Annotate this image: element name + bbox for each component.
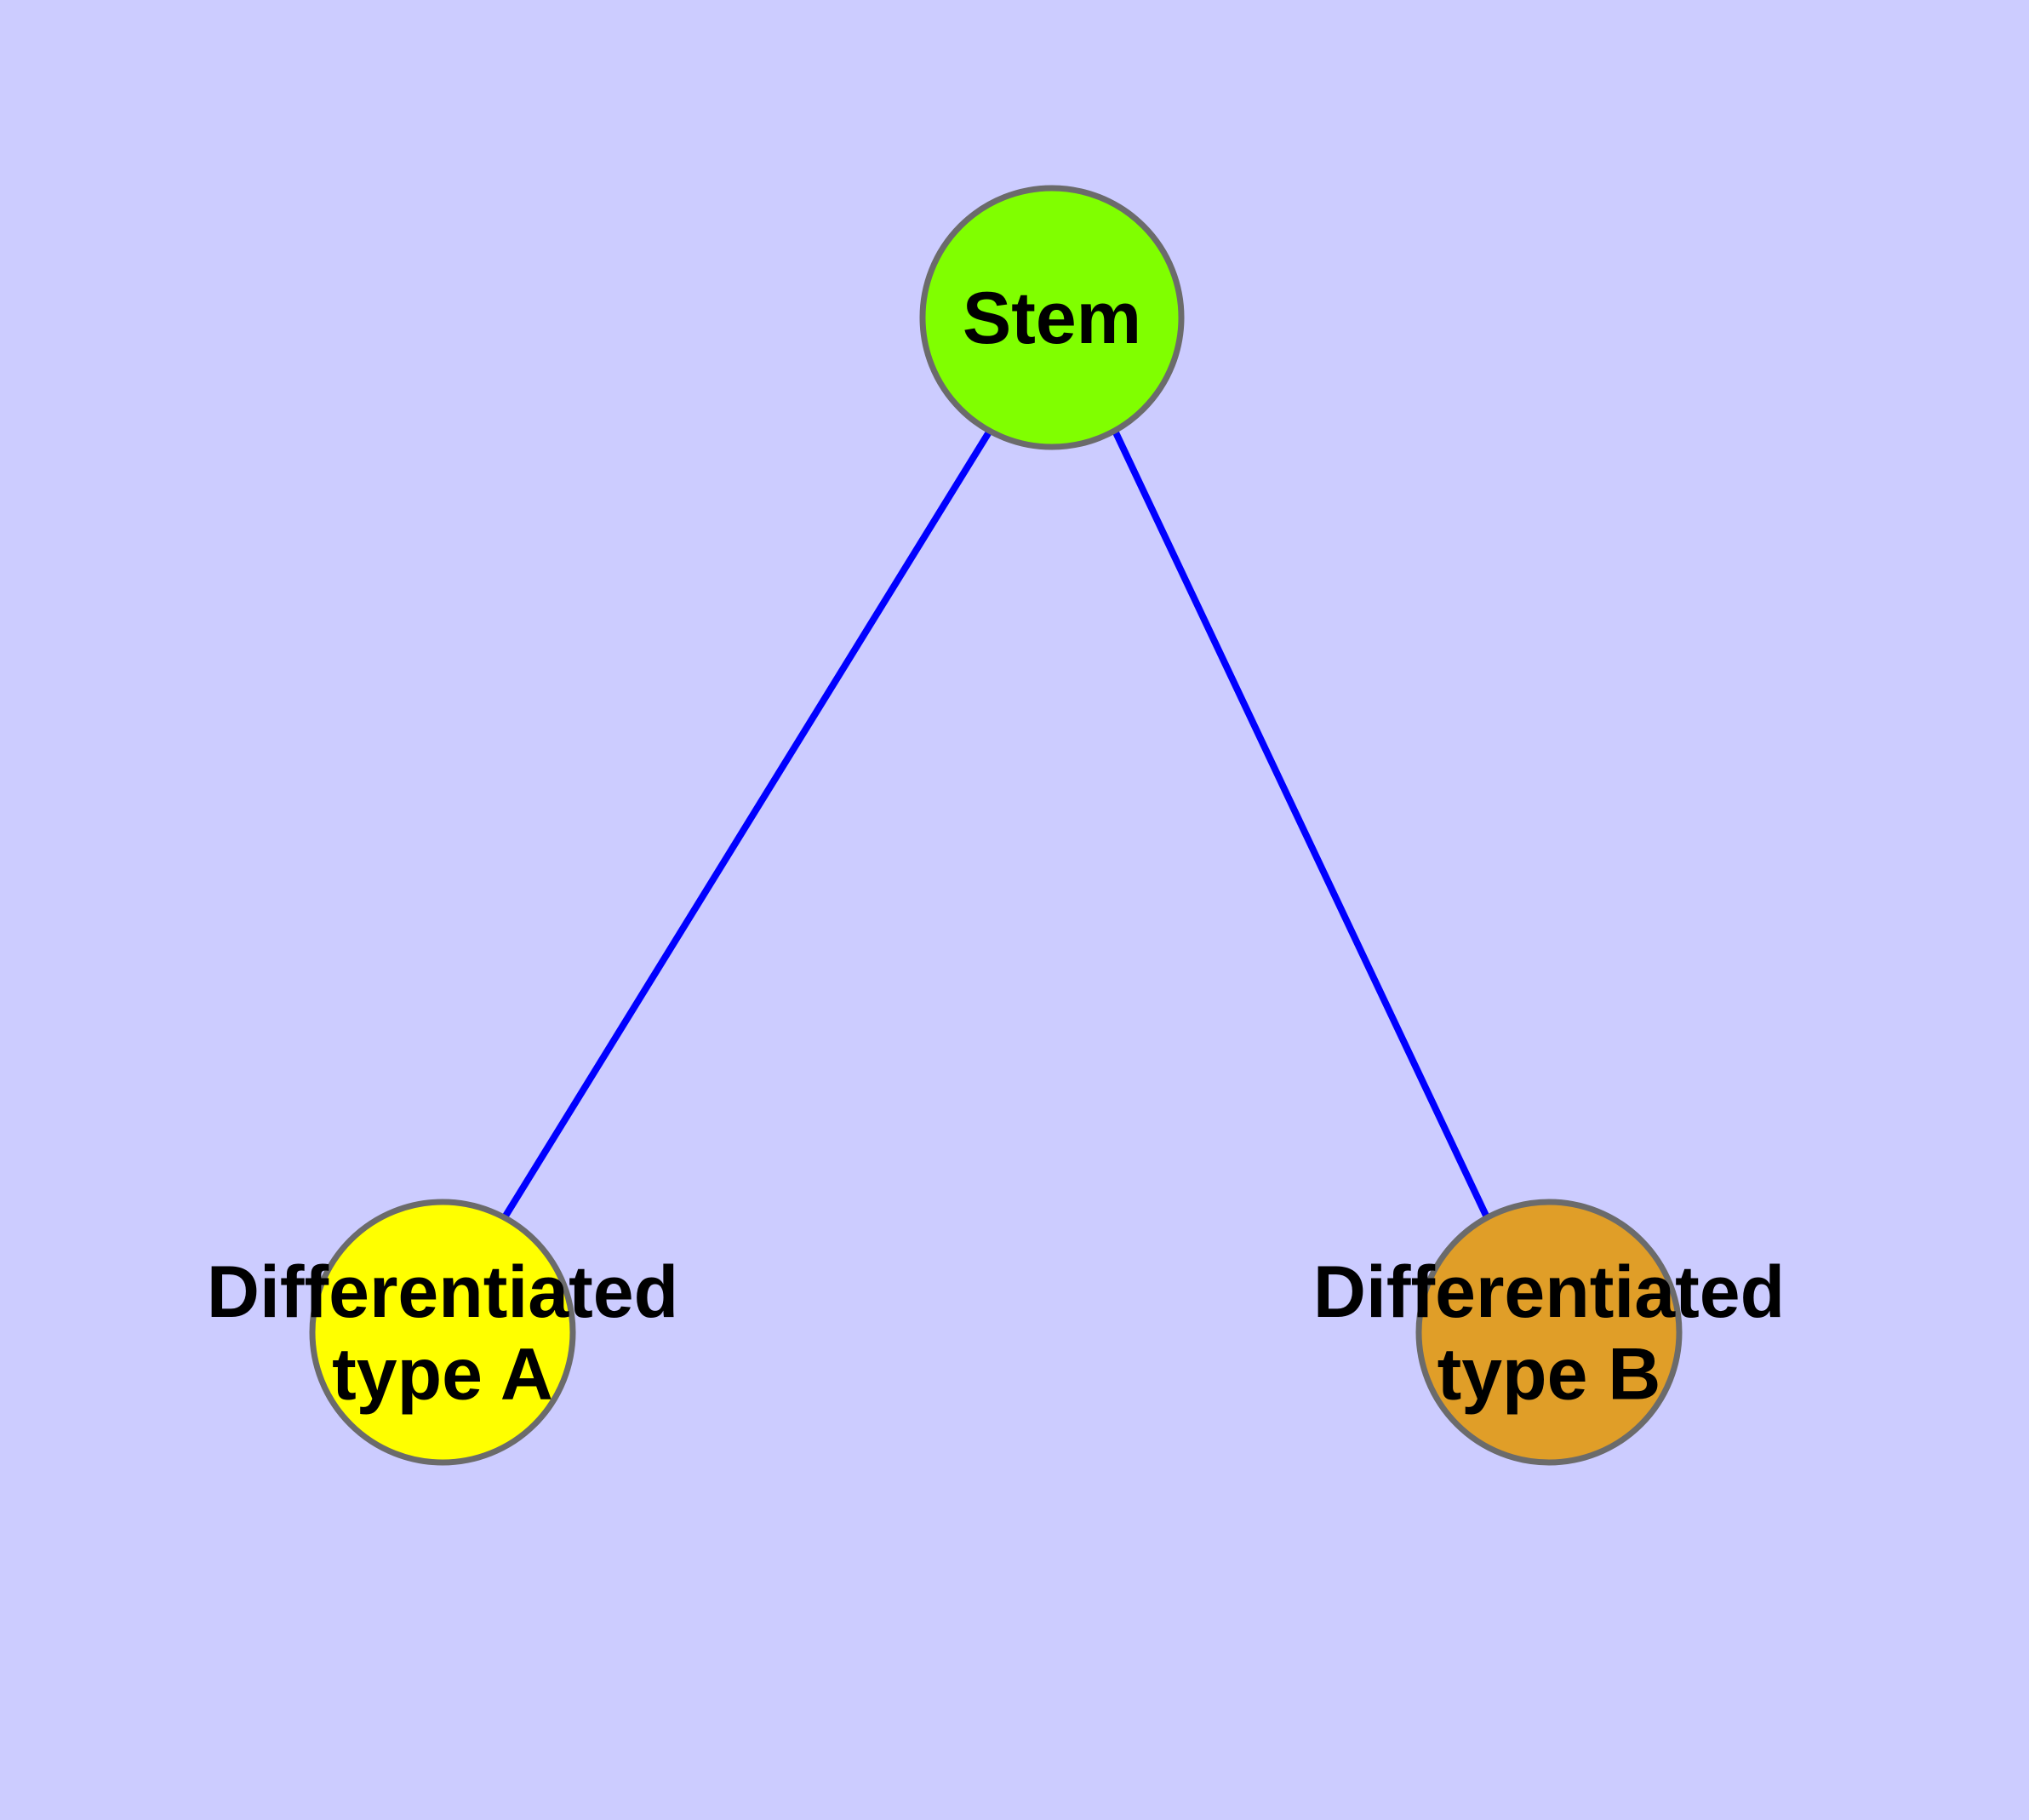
node-label-line: type A (332, 1333, 553, 1415)
edge-stem-to-differentiated-type-a[interactable] (501, 428, 993, 1220)
node-stem-label: Stem (963, 278, 1141, 359)
node-label-line: type B (1437, 1333, 1661, 1415)
node-differentiated-type-b-circle[interactable] (1415, 1199, 1683, 1466)
node-stem[interactable]: Stem (919, 185, 1185, 450)
edge-stem-to-differentiated-type-b[interactable] (1112, 429, 1490, 1219)
edge-layer (501, 428, 1490, 1220)
node-label-line: Differentiated (207, 1251, 678, 1333)
node-label-line: Differentiated (1313, 1251, 1785, 1333)
node-differentiated-type-a-circle[interactable] (309, 1199, 576, 1466)
node-label-line: Stem (963, 278, 1141, 359)
node-stem-circle[interactable] (919, 185, 1185, 450)
